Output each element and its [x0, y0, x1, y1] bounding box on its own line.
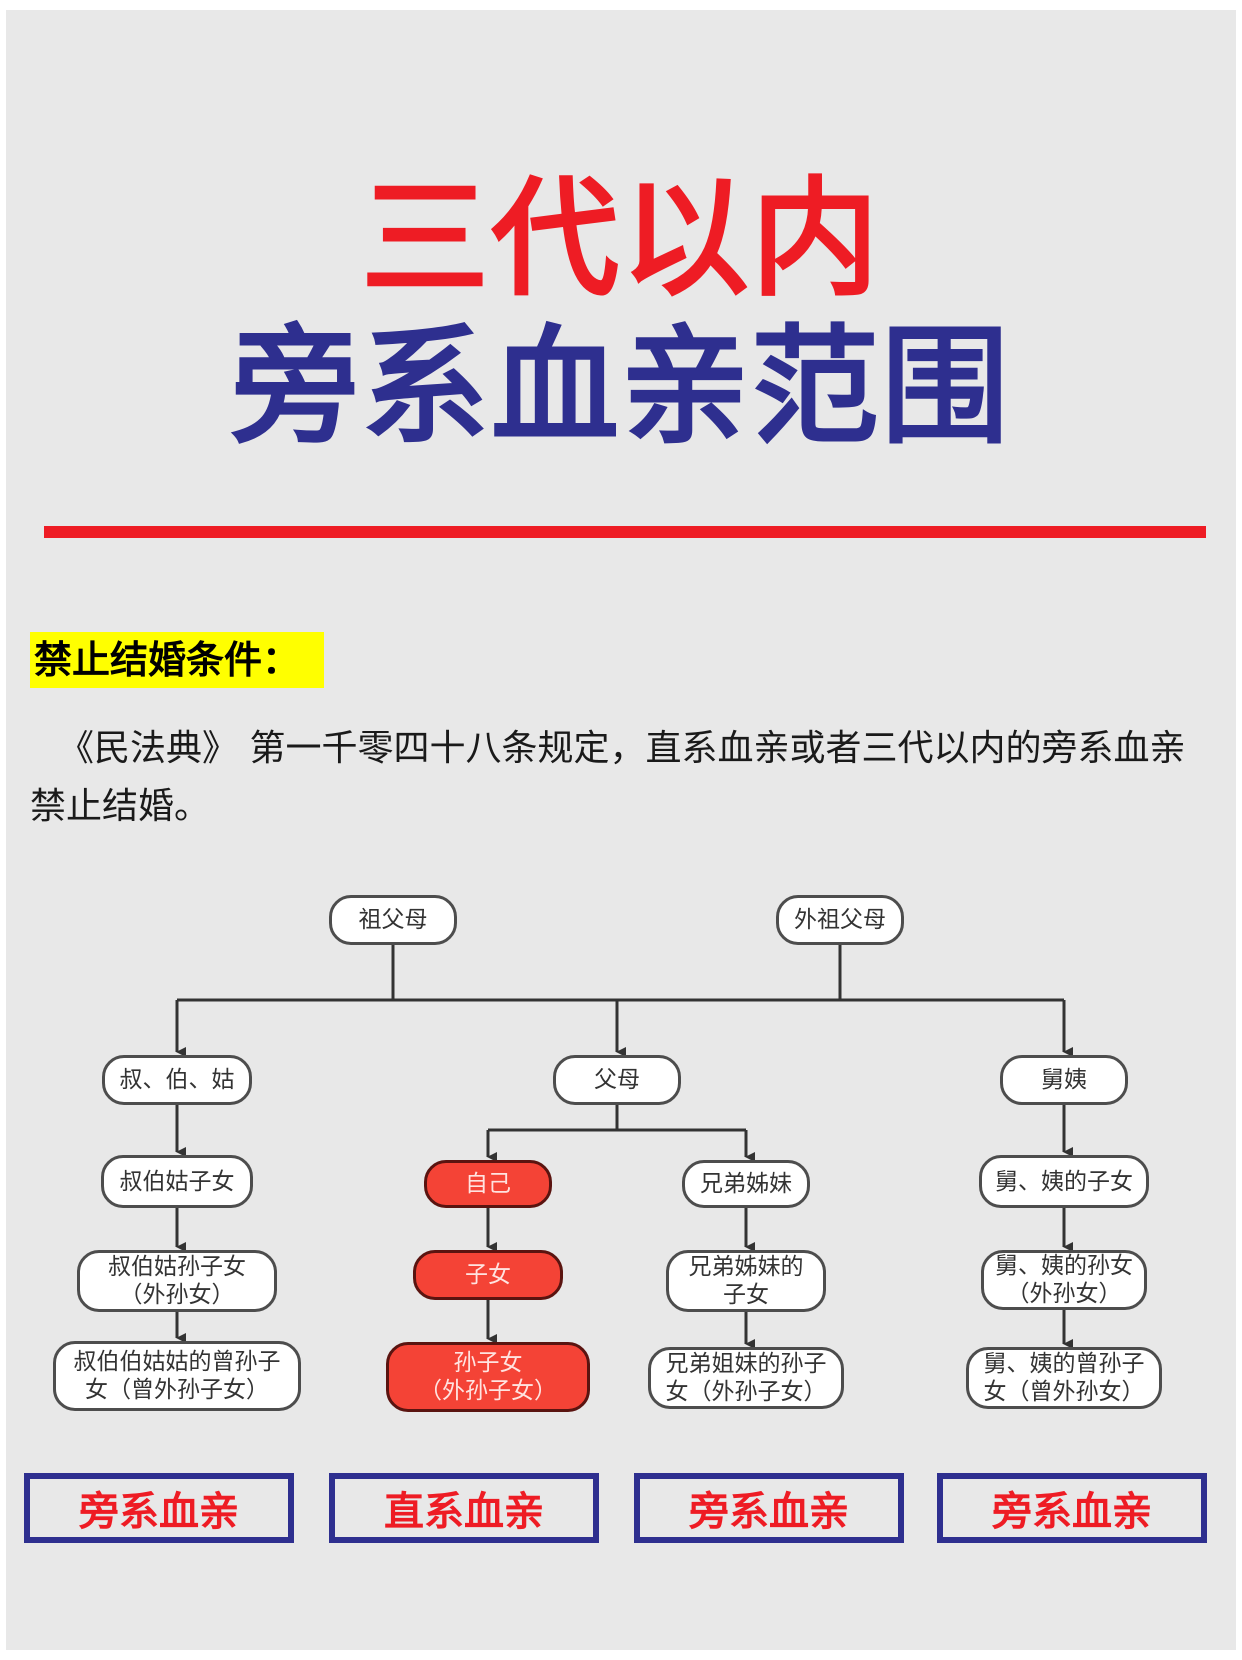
node-uncles-aunts-paternal: 叔、伯、姑	[102, 1055, 252, 1105]
node-maternal-great-grandnieces: 舅、姨的曾孙子女（曾外孙女）	[966, 1347, 1162, 1409]
node-siblings: 兄弟姊妹	[682, 1160, 810, 1208]
node-paternal-cousins: 叔伯姑子女	[101, 1155, 253, 1208]
node-parents: 父母	[553, 1055, 681, 1105]
node-paternal-grandnieces: 叔伯姑孙子女（外孙女）	[77, 1250, 277, 1312]
intro-paragraph: 《民法典》 第一千零四十八条规定，直系血亲或者三代以内的旁系血亲禁止结婚。	[30, 728, 1186, 827]
node-children: 子女	[413, 1250, 563, 1300]
category-collateral-maternal: 旁系血亲	[937, 1473, 1207, 1543]
node-maternal-cousins: 舅、姨的子女	[979, 1155, 1149, 1208]
node-grandchildren: 孙子女（外孙子女）	[386, 1342, 590, 1412]
node-self: 自己	[424, 1160, 552, 1208]
node-grandparents: 祖父母	[329, 895, 457, 945]
node-maternal-grandparents: 外祖父母	[776, 895, 904, 945]
node-sibling-children: 兄弟姊妹的子女	[666, 1250, 826, 1312]
node-maternal-grandnieces: 舅、姨的孙女（外孙女）	[981, 1250, 1147, 1310]
category-direct: 直系血亲	[329, 1473, 599, 1543]
node-uncles-aunts-maternal: 舅姨	[1000, 1055, 1128, 1105]
category-collateral-paternal: 旁系血亲	[24, 1473, 294, 1543]
section-label: 禁止结婚条件：	[30, 632, 324, 688]
title-line-2: 旁系血亲范围	[230, 313, 1011, 462]
node-paternal-great-grandnieces: 叔伯伯姑姑的曾孙子女（曾外孙子女）	[53, 1341, 301, 1411]
title-line-1: 三代以内	[360, 165, 881, 314]
title-divider	[44, 526, 1206, 538]
category-collateral-siblings: 旁系血亲	[634, 1473, 904, 1543]
node-sibling-grandchildren: 兄弟姐妹的孙子女（外孙子女）	[648, 1347, 844, 1409]
